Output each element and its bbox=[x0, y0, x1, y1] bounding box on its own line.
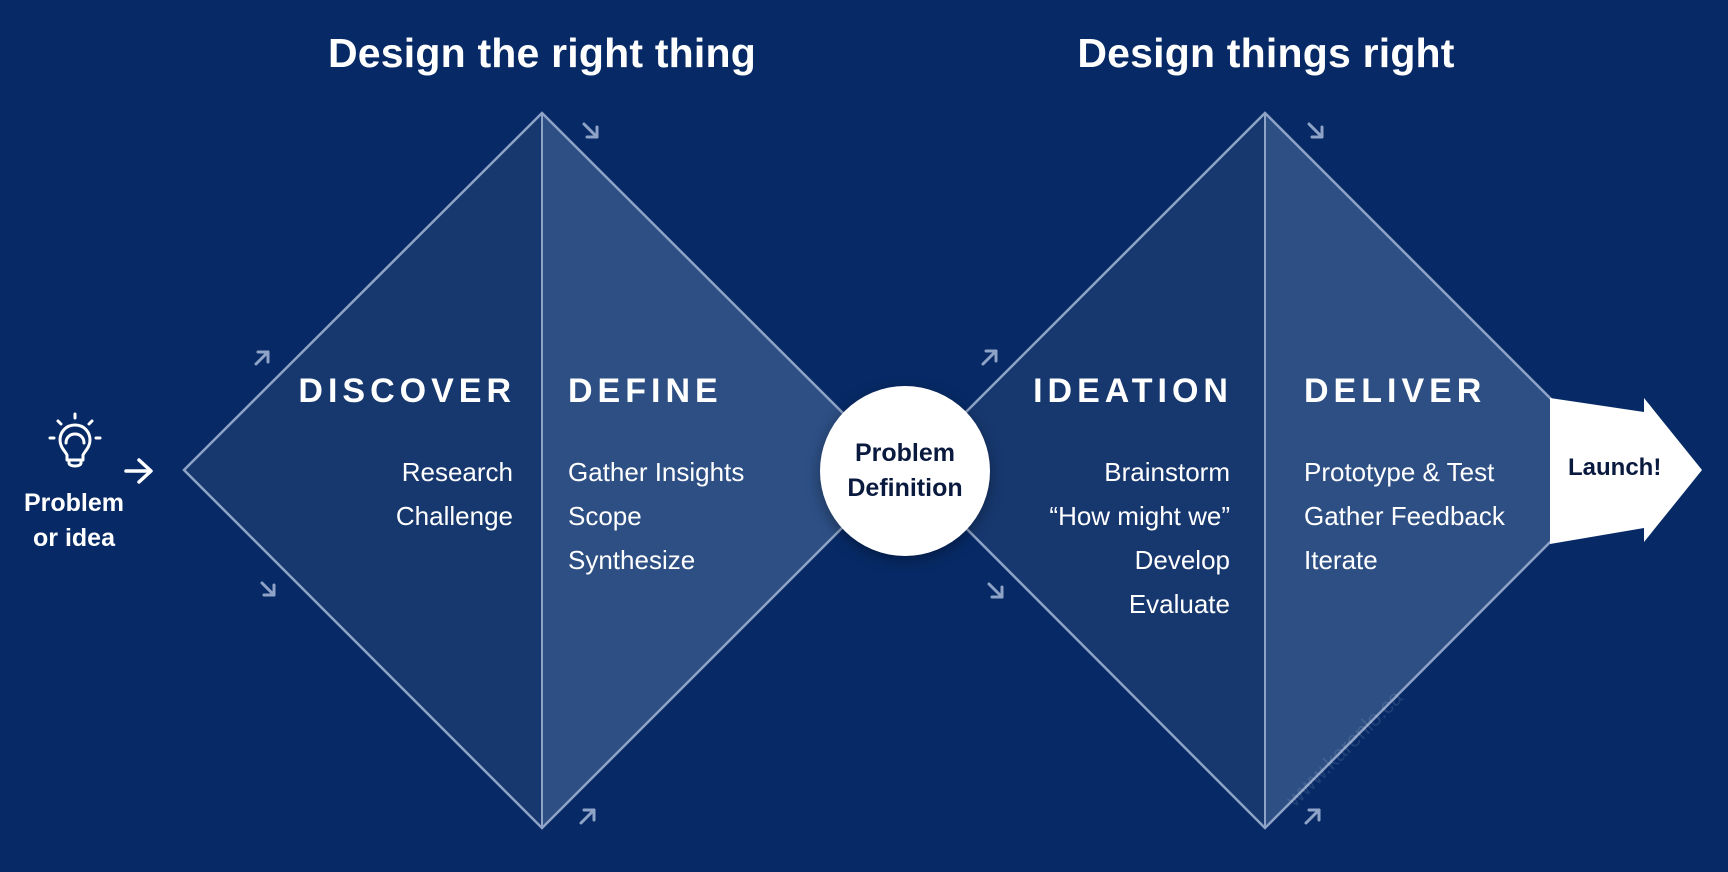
arrow-up-right-icon bbox=[254, 350, 270, 366]
list-item: “How might we” bbox=[1049, 501, 1230, 531]
phase-title-define: DEFINE bbox=[568, 372, 723, 410]
problem-definition-line2: Definition bbox=[847, 474, 963, 502]
launch-label: Launch! bbox=[1568, 454, 1662, 481]
define-items: Gather Insights Scope Synthesize bbox=[568, 450, 828, 582]
arrow-up-right-icon bbox=[981, 349, 998, 366]
deliver-half bbox=[1265, 113, 1622, 828]
list-item: Iterate bbox=[1304, 545, 1378, 575]
lightbulb-icon bbox=[48, 412, 102, 468]
deliver-items: Prototype & Test Gather Feedback Iterate bbox=[1304, 450, 1564, 582]
list-item: Prototype & Test bbox=[1304, 457, 1495, 487]
list-item: Evaluate bbox=[1128, 589, 1230, 619]
arrow-up-right-icon bbox=[1304, 808, 1321, 825]
discover-items: Research Challenge bbox=[270, 450, 513, 538]
define-half bbox=[542, 113, 900, 828]
start-arrow-icon bbox=[124, 458, 153, 484]
phase-title-ideation: IDEATION bbox=[1033, 372, 1233, 410]
list-item: Scope bbox=[568, 501, 642, 531]
problem-definition-circle: Problem Definition bbox=[820, 386, 990, 556]
ideation-half bbox=[908, 113, 1265, 828]
list-item: Gather Feedback bbox=[1304, 501, 1505, 531]
start-label: Problem or idea bbox=[14, 486, 134, 556]
list-item: Develop bbox=[1134, 545, 1230, 575]
arrow-down-right-icon bbox=[260, 581, 276, 597]
launch-arrow-shape bbox=[1550, 398, 1702, 544]
list-item: Gather Insights bbox=[568, 457, 745, 487]
problem-definition-line1: Problem bbox=[854, 439, 956, 467]
arrow-down-right-icon bbox=[987, 582, 1004, 599]
list-item: Challenge bbox=[395, 501, 513, 531]
discover-half bbox=[184, 113, 542, 828]
arrow-down-right-icon bbox=[1307, 122, 1324, 139]
phase-title-discover: DISCOVER bbox=[298, 372, 516, 410]
start-label-line2: or idea bbox=[33, 524, 115, 552]
ideation-items: Brainstorm “How might we” Develop Evalua… bbox=[960, 450, 1230, 626]
list-item: Synthesize bbox=[568, 545, 696, 575]
arrow-down-right-icon bbox=[582, 122, 599, 139]
arrow-up-right-icon bbox=[579, 808, 596, 825]
phase-title-deliver: DELIVER bbox=[1304, 372, 1487, 410]
heading-design-things-right: Design things right bbox=[1077, 30, 1455, 76]
heading-design-right-thing: Design the right thing bbox=[327, 30, 757, 76]
list-item: Research bbox=[401, 457, 513, 487]
start-label-line1: Problem bbox=[23, 489, 125, 517]
list-item: Brainstorm bbox=[1104, 457, 1230, 487]
